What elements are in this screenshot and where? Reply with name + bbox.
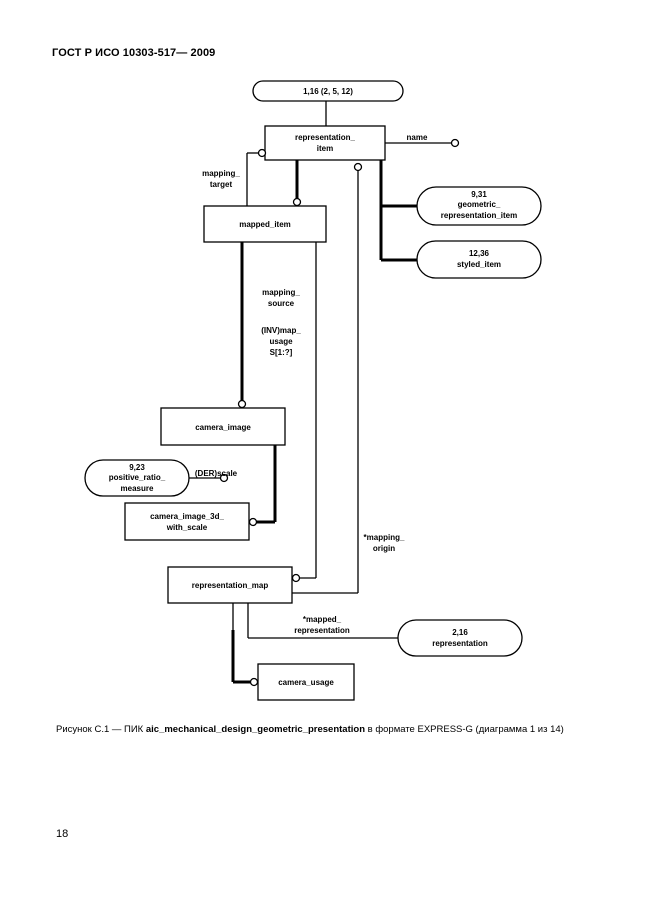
entity-camera-image (160, 407, 286, 446)
attr-mapping-target-label: mapping_ (202, 169, 240, 178)
relationship-circle (291, 573, 301, 583)
entity-representation-item (264, 125, 386, 161)
attr-mapping-origin-label: origin (373, 544, 395, 553)
relationship-circle (249, 677, 259, 687)
entity-representation-item-label: item (317, 144, 333, 153)
attr-map-usage-label: usage (269, 337, 293, 346)
attr-mapped-representation-label: *mapped_ (303, 615, 342, 624)
entity-representation-map (167, 566, 293, 604)
caption-prefix: Рисунок С.1 — ПИК (56, 724, 146, 735)
attr-map-usage-label: (INV)map_ (261, 326, 301, 335)
caption-schema-name: aic_mechanical_design_geometric_presenta… (145, 724, 365, 735)
relationship-circle (248, 517, 258, 527)
relationship-circle (237, 399, 247, 409)
entity-representation-item-label: representation_ (295, 133, 356, 142)
page-ref-label: 1,16 (2, 5, 12) (303, 87, 353, 96)
attr-name-label: name (407, 133, 428, 142)
attr-mapping-source-label: source (268, 299, 295, 308)
ref-styled-item-label: 12,36 (469, 249, 490, 258)
ref-geometric-representation-item-label: 9,31 (471, 190, 487, 199)
entity-camera-image-3d-label: camera_image_3d_ (150, 512, 224, 521)
attr-scale-label: (DER)scale (195, 469, 238, 478)
attr-mapping-source-label: mapping_ (262, 288, 300, 297)
relationship-circle (257, 148, 267, 158)
relationship-circle (450, 138, 460, 148)
relationship-circle (292, 197, 302, 207)
document-header: ГОСТ Р ИСО 10303-517— 2009 (52, 47, 216, 59)
entity-camera-image-3d-label: with_scale (166, 523, 208, 532)
attr-mapped-representation-label: representation (294, 626, 350, 635)
entity-representation-map-label: representation_map (192, 581, 269, 590)
entity-mapped-item-label: mapped_item (239, 220, 291, 229)
entity-camera-image-label: camera_image (195, 423, 251, 432)
figure-caption: Рисунок С.1 — ПИК aic_mechanical_design_… (56, 724, 564, 735)
entity-camera-usage-label: camera_usage (278, 678, 334, 687)
ref-geometric-representation-item-label: representation_item (441, 211, 517, 220)
ref-representation-label: 2,16 (452, 628, 468, 637)
ref-positive-ratio-measure-label: 9,23 (129, 463, 145, 472)
page-number: 18 (56, 828, 69, 840)
attr-mapping-target-label: target (210, 180, 233, 189)
entity-camera-image-3d-with-scale (124, 502, 250, 541)
attr-mapping-origin-label: *mapping_ (364, 533, 405, 542)
attr-map-usage-label: S[1:?] (270, 348, 293, 357)
page-ref-oval (252, 80, 404, 102)
ref-styled-item-label: styled_item (457, 260, 501, 269)
relationship-circle (219, 473, 229, 483)
ref-representation (397, 619, 523, 657)
ref-positive-ratio-measure-label: positive_ratio_ (109, 473, 166, 482)
caption-suffix: в формате EXPRESS-G (диаграмма 1 из 14) (365, 724, 564, 735)
entity-mapped-item (203, 205, 327, 243)
ref-positive-ratio-measure-label: measure (121, 484, 154, 493)
ref-geometric-representation-item-label: geometric_ (458, 200, 501, 209)
relationship-circle (353, 162, 363, 172)
ref-representation-label: representation (432, 639, 488, 648)
